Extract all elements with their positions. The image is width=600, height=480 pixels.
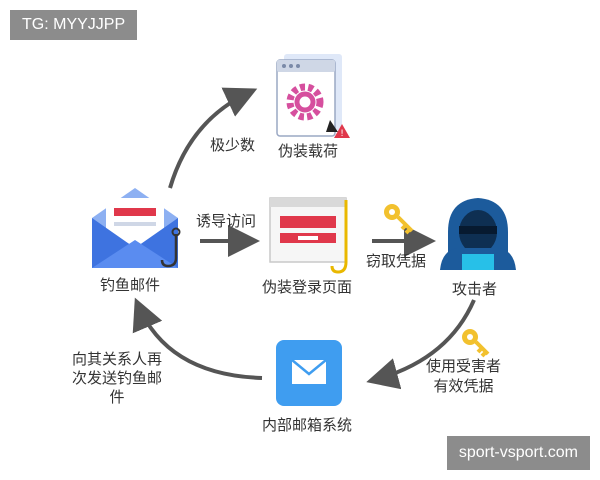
edge-label-resend: 向其关系人再 次发送钓鱼邮 件 [72,350,162,407]
arrow-mailbox-to-email [132,297,263,380]
key-icon [462,329,490,358]
arrow-attacker-to-mailbox [366,299,476,390]
edge-label-line: 件 [109,388,125,406]
disguised-payload-label: 伪装载荷 [278,142,339,160]
edge-label-line: 有效凭据 [433,377,494,395]
internal-mailbox-label: 内部邮箱系统 [262,416,353,434]
login-page-icon [269,197,348,274]
arrow-email-to-payload [168,87,258,189]
fake-login-page-label: 伪装登录页面 [262,278,353,296]
mail-app-icon [276,340,342,406]
watermark: sport-vsport.com [446,436,590,470]
edge-label-line: 使用受害者 [426,357,502,375]
svg-text:!: ! [340,129,344,139]
edge-label-lure-visit: 诱导访问 [196,212,257,230]
key-icon [384,204,414,235]
top-tag: TG: MYYJJPP [10,10,138,40]
edge-label-line: 次发送钓鱼邮 [72,369,163,387]
edge-label-few: 极少数 [210,136,256,154]
hacker-icon [440,198,516,270]
edge-label-line: 向其关系人再 [72,350,163,368]
envelope-hook-icon [92,188,181,268]
attacker-label: 攻击者 [452,280,498,298]
gear-window-icon: ! [276,54,350,139]
phishing-email-label: 钓鱼邮件 [100,276,161,294]
edge-label-use-victim-creds: 使用受害者 有效凭据 [426,356,501,396]
edge-label-steal-creds: 窃取凭据 [366,252,427,270]
